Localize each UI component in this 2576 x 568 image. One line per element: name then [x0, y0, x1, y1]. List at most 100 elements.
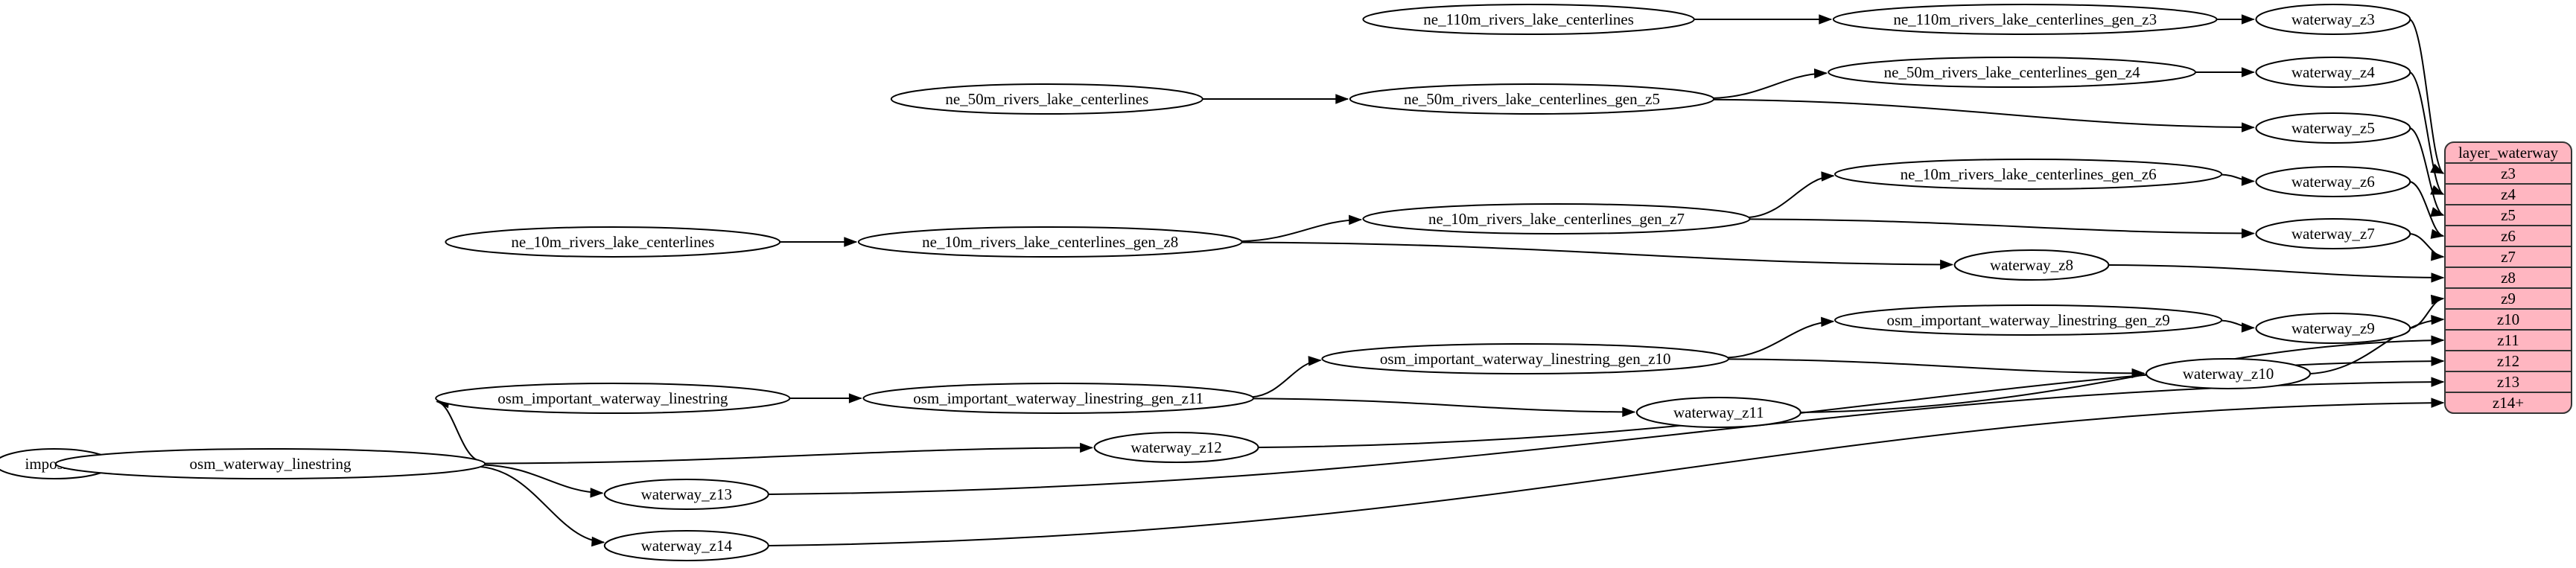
table-row-label-z6: z6 [2501, 227, 2516, 245]
table-row[interactable]: z12 [2497, 352, 2519, 370]
node-waterway_z8[interactable]: waterway_z8 [1953, 249, 2110, 281]
edge-path [2409, 127, 2444, 216]
node-waterway_z10[interactable]: waterway_z10 [2146, 358, 2311, 389]
node-waterway_z4[interactable]: waterway_z4 [2255, 57, 2411, 88]
node-label-osm_important_waterway_linestring_gen_z11: osm_important_waterway_linestring_gen_z1… [913, 389, 1203, 407]
node-label-ne_50m_rivers_lake_centerlines_gen_z5: ne_50m_rivers_lake_centerlines_gen_z5 [1404, 90, 1660, 108]
edge-waterway_z11-to-layer_waterway-z11 [1800, 335, 2445, 413]
node-osm_important_waterway_linestring_gen_z10[interactable]: osm_important_waterway_linestring_gen_z1… [1321, 343, 1729, 374]
node-shape [862, 383, 1254, 414]
edge-path [480, 465, 604, 543]
edge-waterway_z5-to-layer_waterway-z5 [2409, 127, 2445, 217]
node-osm_important_waterway_linestring_gen_z11[interactable]: osm_important_waterway_linestring_gen_z1… [862, 383, 1254, 414]
node-ne_110m_rivers_lake_centerlines_gen_z3[interactable]: ne_110m_rivers_lake_centerlines_gen_z3 [1832, 4, 2218, 35]
table-row[interactable]: z11 [2497, 331, 2519, 349]
node-ne_10m_rivers_lake_centerlines_gen_z8[interactable]: ne_10m_rivers_lake_centerlines_gen_z8 [857, 226, 1243, 258]
node-ne_50m_rivers_lake_centerlines_gen_z5[interactable]: ne_50m_rivers_lake_centerlines_gen_z5 [1349, 83, 1715, 115]
edge-ne_50m_rivers_lake_centerlines-to-ne_50m_rivers_lake_centerlines_gen_z5 [1201, 94, 1349, 104]
table-row[interactable]: z9 [2501, 290, 2516, 307]
edge-osm_important_waterway_linestring_gen_z9-to-waterway_z9 [2220, 319, 2255, 333]
arrowhead-icon [591, 536, 605, 547]
node-label-ne_10m_rivers_lake_centerlines_gen_z7: ne_10m_rivers_lake_centerlines_gen_z7 [1428, 210, 1685, 228]
arrowhead-icon [2241, 122, 2255, 133]
arrowhead-icon [1940, 259, 1954, 270]
node-label-waterway_z5: waterway_z5 [2292, 119, 2375, 137]
arrowhead-icon [1080, 442, 1094, 453]
edge-path [436, 401, 480, 462]
table-header-label: layer_waterway [2458, 144, 2559, 162]
edge-path [2309, 319, 2444, 374]
node-shape [1093, 432, 1259, 463]
arrowhead-icon [1821, 171, 1835, 182]
edge-layer [52, 14, 2445, 547]
table-row[interactable]: z8 [2501, 269, 2516, 287]
arrowhead-icon [2431, 272, 2445, 283]
node-ne_50m_rivers_lake_centerlines_gen_z4[interactable]: ne_50m_rivers_lake_centerlines_gen_z4 [1828, 57, 2197, 88]
table-row[interactable]: z3 [2501, 165, 2516, 182]
node-shape [2255, 218, 2411, 249]
node-label-ne_10m_rivers_lake_centerlines_gen_z8: ne_10m_rivers_lake_centerlines_gen_z8 [922, 233, 1178, 251]
node-shape [1635, 397, 1801, 428]
table-row[interactable]: z13 [2497, 373, 2519, 391]
node-label-waterway_z3: waterway_z3 [2292, 10, 2375, 28]
node-waterway_z9[interactable]: waterway_z9 [2255, 313, 2411, 344]
edge-ne_10m_rivers_lake_centerlines_gen_z6-to-waterway_z6 [2220, 173, 2255, 186]
node-shape [2255, 166, 2411, 197]
node-shape [1321, 343, 1729, 374]
arrowhead-icon [2431, 398, 2445, 408]
arrowhead-icon [1819, 14, 1833, 25]
node-osm_important_waterway_linestring_gen_z9[interactable]: osm_important_waterway_linestring_gen_z9 [1834, 304, 2223, 336]
node-osm_waterway_linestring[interactable]: osm_waterway_linestring [54, 448, 486, 479]
arrowhead-icon [848, 393, 862, 403]
node-label-waterway_z9: waterway_z9 [2292, 319, 2375, 337]
table-row[interactable]: z10 [2497, 310, 2519, 328]
node-waterway_z6[interactable]: waterway_z6 [2255, 166, 2411, 197]
table-row[interactable]: z14+ [2493, 394, 2524, 412]
node-waterway_z13[interactable]: waterway_z13 [603, 479, 769, 510]
node-osm_important_waterway_linestring[interactable]: osm_important_waterway_linestring [435, 383, 791, 414]
node-waterway_z7[interactable]: waterway_z7 [2255, 218, 2411, 249]
node-label-waterway_z11: waterway_z11 [1673, 403, 1764, 421]
node-ne_10m_rivers_lake_centerlines_gen_z7[interactable]: ne_10m_rivers_lake_centerlines_gen_z7 [1362, 203, 1751, 234]
edge-path [1726, 320, 1834, 359]
node-label-waterway_z4: waterway_z4 [2292, 63, 2375, 81]
node-label-ne_110m_rivers_lake_centerlines_gen_z3: ne_110m_rivers_lake_centerlines_gen_z3 [1893, 10, 2157, 28]
edge-path [768, 381, 2444, 495]
node-shape [1953, 249, 2110, 281]
table-row[interactable]: z6 [2501, 227, 2516, 245]
arrowhead-icon [2241, 176, 2255, 186]
node-label-osm_important_waterway_linestring_gen_z10: osm_important_waterway_linestring_gen_z1… [1380, 350, 1671, 368]
table-row[interactable]: z4 [2501, 185, 2516, 203]
node-shape [1362, 4, 1695, 35]
layer_waterway-table: layer_waterway z3 z4 z5 z6 z7 z8 z9 z10 z11 z12 z13… [2444, 141, 2572, 414]
node-waterway_z3[interactable]: waterway_z3 [2255, 4, 2411, 35]
arrowhead-icon [2430, 207, 2445, 217]
node-ne_110m_rivers_lake_centerlines[interactable]: ne_110m_rivers_lake_centerlines [1362, 4, 1695, 35]
table-row-label-z10: z10 [2497, 310, 2519, 328]
node-ne_50m_rivers_lake_centerlines[interactable]: ne_50m_rivers_lake_centerlines [890, 83, 1203, 115]
arrowhead-icon [2430, 294, 2445, 305]
node-waterway_z12[interactable]: waterway_z12 [1093, 432, 1259, 463]
node-waterway_z14[interactable]: waterway_z14 [603, 530, 769, 561]
node-shape [603, 479, 769, 510]
edge-ne_10m_rivers_lake_centerlines_gen_z8-to-waterway_z8 [1241, 241, 1954, 270]
node-ne_10m_rivers_lake_centerlines[interactable]: ne_10m_rivers_lake_centerlines [445, 226, 781, 258]
node-label-waterway_z10: waterway_z10 [2183, 365, 2274, 383]
node-waterway_z11[interactable]: waterway_z11 [1635, 397, 1801, 428]
edge-path [1251, 359, 1321, 398]
table-row[interactable]: z5 [2501, 206, 2516, 224]
table-outline [2444, 141, 2572, 414]
edge-waterway_z10-to-layer_waterway-z10 [2309, 314, 2445, 374]
table-row[interactable]: z7 [2501, 248, 2516, 266]
arrowhead-icon [2431, 356, 2445, 366]
table-row-label-z4: z4 [2501, 185, 2516, 203]
arrowhead-icon [2241, 228, 2255, 239]
node-label-osm_important_waterway_linestring: osm_important_waterway_linestring [497, 389, 728, 407]
edge-ne_50m_rivers_lake_centerlines_gen_z5-to-waterway_z5 [1712, 98, 2255, 133]
node-waterway_z5[interactable]: waterway_z5 [2255, 112, 2411, 144]
node-ne_10m_rivers_lake_centerlines_gen_z6[interactable]: ne_10m_rivers_lake_centerlines_gen_z6 [1834, 159, 2223, 190]
edge-ne_110m_rivers_lake_centerlines_gen_z3-to-waterway_z3 [2216, 14, 2255, 25]
edge-ne_10m_rivers_lake_centerlines_gen_z7-to-ne_10m_rivers_lake_centerlines_gen_z6 [1748, 171, 1835, 219]
